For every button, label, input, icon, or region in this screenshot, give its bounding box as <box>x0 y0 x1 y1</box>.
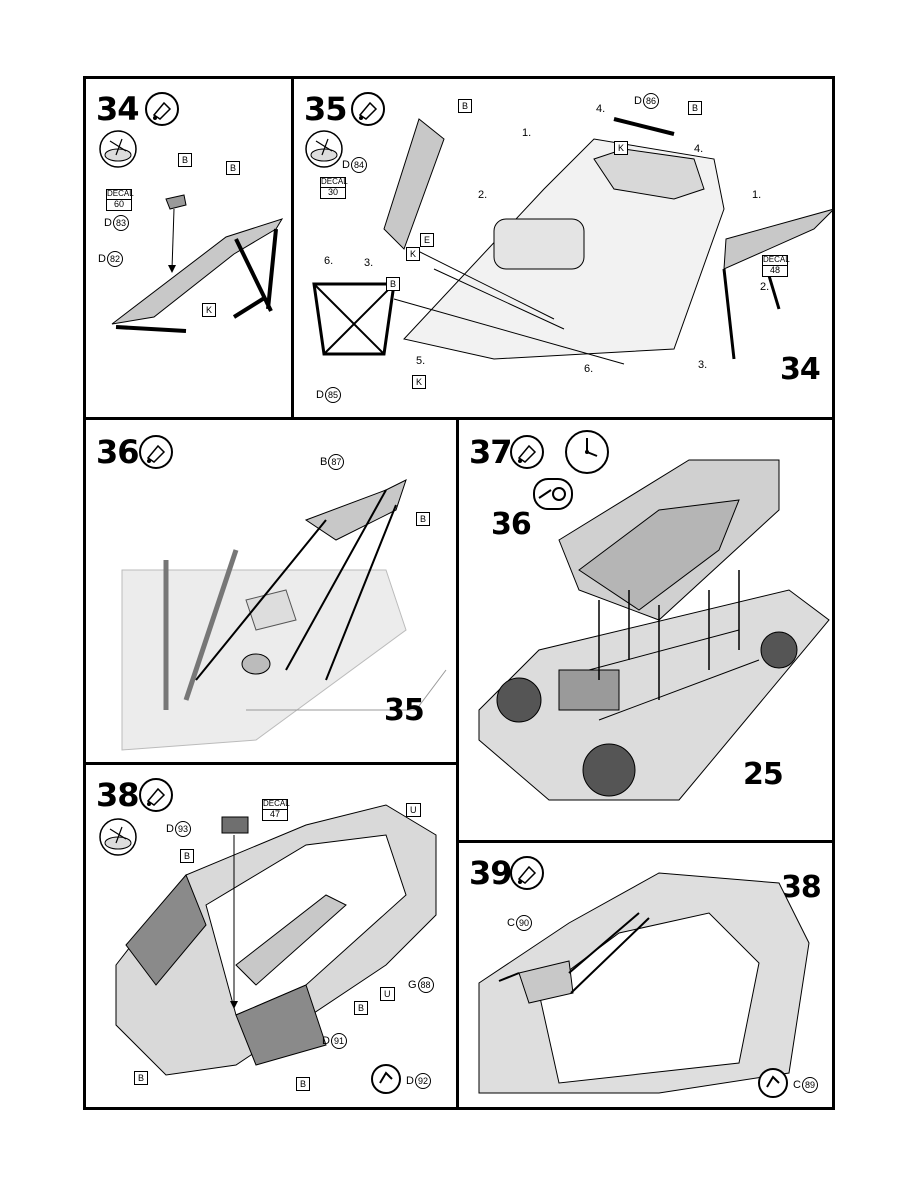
part-tag-b: B <box>458 99 473 113</box>
step-label: 6. <box>584 363 594 375</box>
step-label: 4. <box>694 143 704 155</box>
part-tag-u: U <box>406 803 421 817</box>
step-number: 35 <box>304 90 348 128</box>
mirror-drawing <box>478 872 810 1094</box>
glue-icon <box>510 435 544 469</box>
car-body-assembly-drawing <box>478 459 830 801</box>
decal-water-icon <box>99 818 137 856</box>
step-number: 39 <box>469 854 513 892</box>
part-tag-b: B <box>386 277 401 291</box>
part-tag-b: B <box>296 1077 311 1091</box>
reference-step-38: 38 <box>781 870 822 905</box>
glue-icon <box>510 856 544 890</box>
decal-water-icon <box>99 130 137 168</box>
cockpit-drawing <box>312 117 832 365</box>
roof-drawing <box>115 804 437 1076</box>
step-label: 3. <box>364 257 374 269</box>
reference-step-34: 34 <box>780 352 821 387</box>
part-tag-b: B <box>354 1001 369 1015</box>
part-tag-b: B <box>688 101 703 115</box>
optional-part-icon <box>371 1064 401 1094</box>
step-number: 34 <box>96 90 140 128</box>
optional-part-icon <box>758 1068 788 1098</box>
glue-icon <box>145 92 179 126</box>
reference-step-35: 35 <box>384 693 425 728</box>
part-tag-b: B <box>416 512 431 526</box>
part-tag-u: U <box>380 987 395 1001</box>
glue-icon <box>139 435 173 469</box>
step-label: 1. <box>752 189 762 201</box>
glue-icon <box>351 92 385 126</box>
decal-water-icon <box>305 130 343 168</box>
part-tag-k: K <box>412 375 427 389</box>
reference-step-36: 36 <box>491 507 532 542</box>
step-label: 2. <box>478 189 488 201</box>
step-label: 2. <box>760 281 770 293</box>
part-tag-b: B <box>134 1071 149 1085</box>
glue-icon <box>139 778 173 812</box>
part-tag-b: B <box>180 849 195 863</box>
part-tag-b: B <box>178 153 193 167</box>
reference-step-25: 25 <box>743 757 784 792</box>
step-label: 4. <box>596 103 606 115</box>
step-label: 6. <box>324 255 334 267</box>
part-tag-e: E <box>420 233 435 247</box>
step-number: 36 <box>96 433 140 471</box>
seat-drawing <box>121 479 447 751</box>
part-tag-k: K <box>614 141 629 155</box>
step-number: 38 <box>96 776 140 814</box>
step-number: 37 <box>469 433 513 471</box>
step-label: 1. <box>522 127 532 139</box>
tape-icon <box>533 478 573 510</box>
step-37-panel: 37 36 25 <box>456 417 835 843</box>
step-label: 5. <box>416 355 426 367</box>
part-tag-k: K <box>406 247 421 261</box>
roll-bar-drawing <box>111 194 284 333</box>
part-tag-k: K <box>202 303 217 317</box>
clock-icon <box>565 430 609 474</box>
part-tag-b: B <box>226 161 241 175</box>
step-label: 3. <box>698 359 708 371</box>
